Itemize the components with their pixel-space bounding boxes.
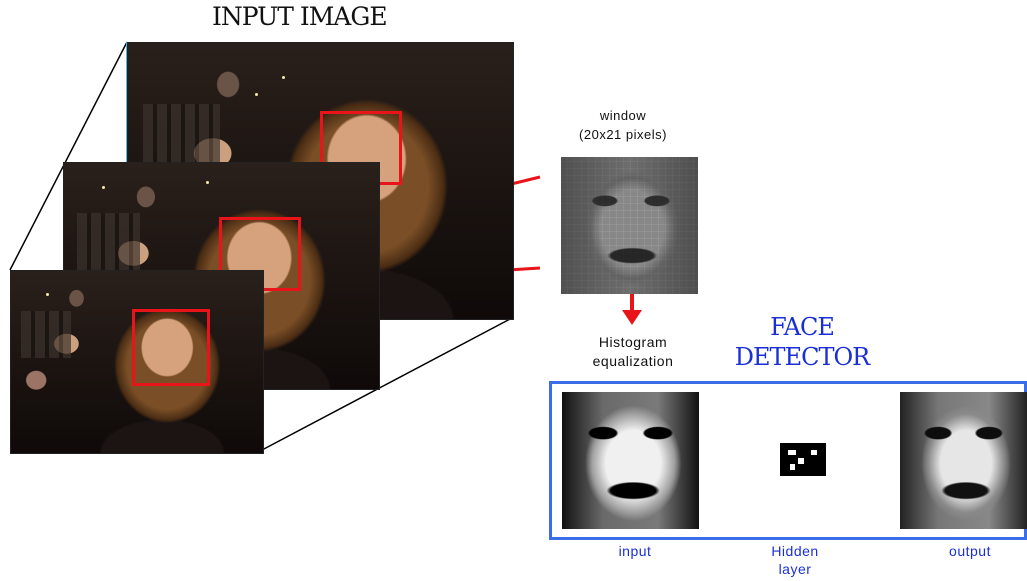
label-input: input [618,543,652,559]
label-hidden-line2: layer [778,561,812,577]
label-hidden-layer: Hidden layer [740,542,850,578]
histogram-arrow-head [622,310,642,325]
face-highlight-box-front [132,309,210,386]
histogram-equalization-label: Histogram equalization [558,333,708,371]
hidden-layer-blob [780,443,826,476]
pyramid-edge-bottom [261,317,513,451]
face-detector-title-line2: DETECTOR [734,343,870,371]
face-detector-title: FACE DETECTOR [712,312,892,372]
pyramid-edge-left [9,41,128,271]
histogram-label-line2: equalization [592,353,674,369]
histogram-label-line1: Histogram [598,334,668,350]
input-image-title: INPUT IMAGE [212,2,388,31]
label-output: output [949,543,991,559]
detector-output-face [900,392,1027,529]
window-label-title: window [599,108,647,123]
window-face-thumbnail [561,157,698,294]
window-label: window (20x21 pixels) [548,106,698,144]
photo-layer-front [10,270,264,454]
label-hidden-line1: Hidden [771,543,819,559]
face-detector-title-line1: FACE [770,313,835,341]
window-label-size: (20x21 pixels) [579,127,667,142]
detector-input-face [562,392,699,529]
face-detector-panel [549,381,1027,540]
